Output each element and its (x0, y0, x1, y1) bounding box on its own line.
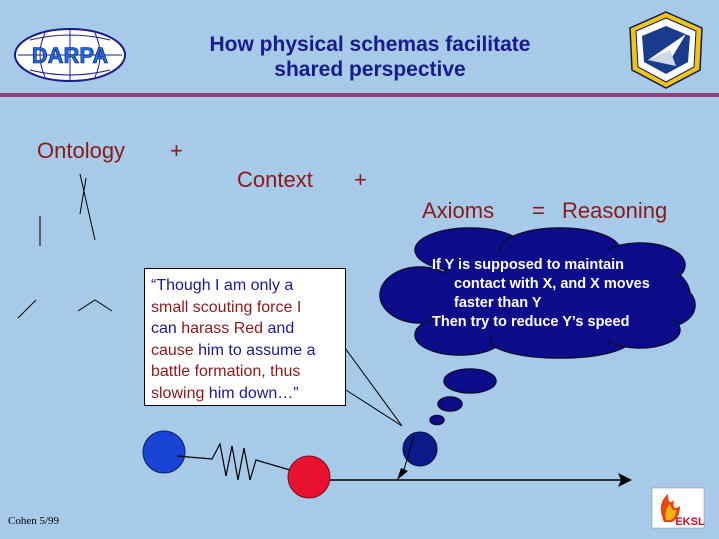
quote-line: can harass Red and (151, 318, 339, 340)
thought-line: faster than Y (454, 295, 542, 311)
quote-fragment: slowing (151, 384, 205, 402)
eksl-logo-text: EKSL (675, 516, 705, 528)
quote-fragment: harass Red (181, 320, 264, 337)
harass-zigzag (176, 442, 291, 481)
context-label: Context (237, 167, 313, 192)
thought-bubble-medium (437, 396, 463, 412)
quote-fragment: can (151, 320, 182, 337)
air-force-seal (629, 11, 703, 89)
quote-line: small scouting force I (151, 298, 302, 316)
callout-pointer (344, 347, 403, 427)
plus-sign-1: + (170, 138, 183, 163)
quote-fragment: him down…” (204, 384, 299, 402)
quote-fragment: and (263, 320, 295, 337)
thought-cloud-fill (432, 247, 688, 343)
ontology-fragments (17, 173, 113, 319)
thought-text: If Y is supposed to maintain contact wit… (432, 256, 702, 332)
thought-line: Then try to reduce Y’s speed (432, 314, 630, 330)
red-movement-arrowhead (618, 473, 632, 487)
plus-sign-2: + (354, 167, 367, 192)
red-unit (287, 455, 331, 499)
darpa-logo: DARPA (14, 28, 126, 82)
eksl-logo: EKSL (651, 487, 705, 529)
page-title-line2: shared perspective (274, 58, 466, 81)
quote-line: cause him to assume a (151, 340, 339, 362)
footer-credit: Cohen 5/99 (8, 515, 60, 527)
quote-line: slowing him down…” (151, 383, 339, 405)
quote-fragment: him to assume a (193, 341, 316, 359)
quote-fragment: cause (151, 341, 194, 359)
blue-unit (142, 430, 186, 474)
reasoning-label: Reasoning (562, 198, 668, 223)
title-divider (0, 93, 719, 97)
quote-box: “Though I am only a small scouting force… (144, 268, 346, 406)
quote-line: “Though I am only a (151, 277, 294, 294)
observation-arrowhead (397, 468, 408, 480)
thought-bubble-small (429, 414, 445, 426)
darpa-logo-text: DARPA (32, 43, 109, 68)
quote-line: battle formation, thus (151, 363, 301, 380)
page-title: How physical schemas facilitate shared p… (150, 32, 590, 82)
thought-line: If Y is supposed to maintain (432, 257, 625, 273)
observer-unit (402, 431, 438, 467)
axioms-label: Axioms (422, 198, 495, 223)
ontology-label: Ontology (37, 138, 126, 163)
thought-line: contact with X, and X moves (454, 276, 650, 292)
equals-sign: = (532, 198, 545, 223)
page-title-line1: How physical schemas facilitate (209, 33, 531, 56)
thought-bubble-large (443, 368, 497, 394)
